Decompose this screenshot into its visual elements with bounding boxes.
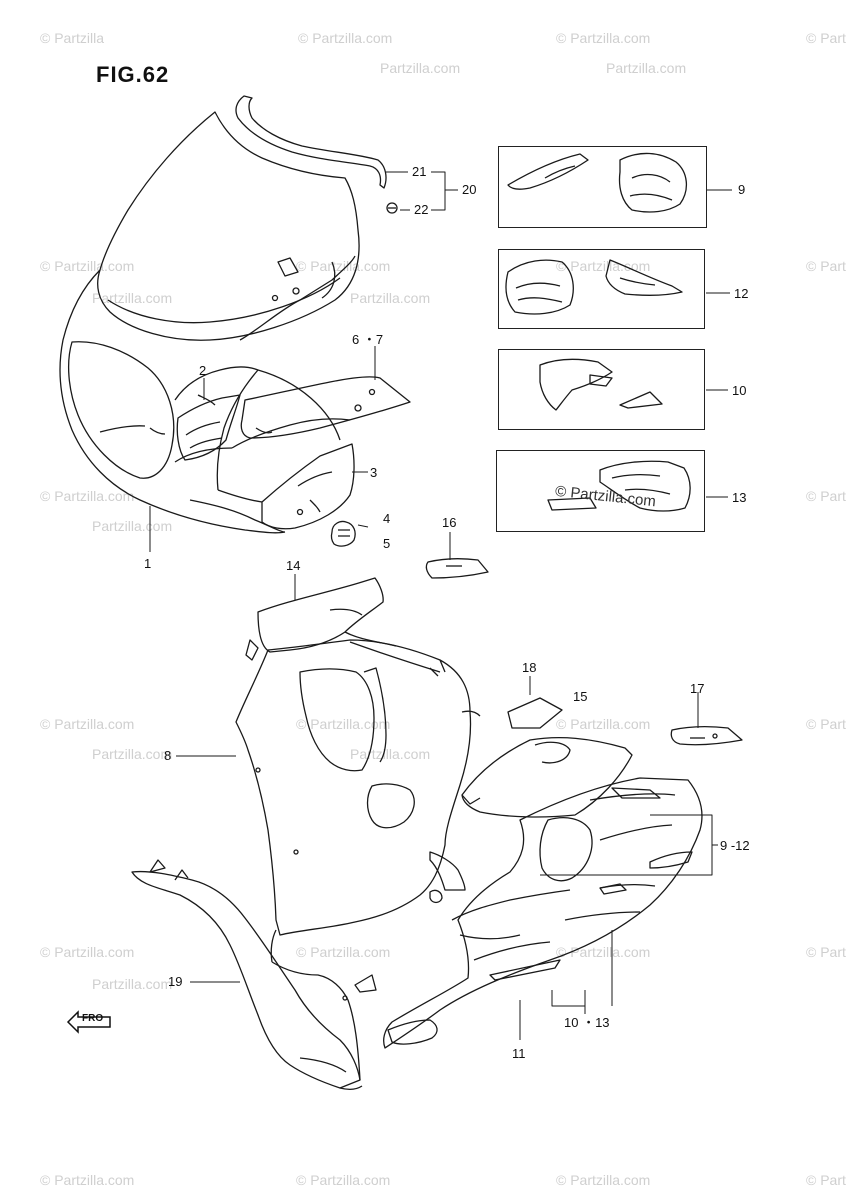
callout-13: 13 bbox=[732, 490, 747, 505]
callout-11: 11 bbox=[512, 1046, 526, 1061]
callout-3: 3 bbox=[370, 465, 378, 480]
plate-part-18 bbox=[507, 697, 563, 729]
watermark: © Partzilla.com bbox=[40, 944, 135, 960]
callout-22: 22 bbox=[414, 202, 429, 217]
leader-lines bbox=[149, 171, 732, 1040]
watermark: © Partzilla.com bbox=[40, 488, 135, 504]
watermark: © Partzilla.com bbox=[40, 258, 135, 274]
callout-12: 12 bbox=[734, 286, 749, 301]
decal-set-9 bbox=[507, 152, 687, 213]
watermark: Partzilla.com bbox=[92, 746, 173, 762]
screw-part-22 bbox=[386, 202, 398, 214]
watermark: © Partzilla bbox=[806, 1172, 846, 1188]
decal-set-12 bbox=[505, 259, 683, 315]
front-indicator: FRO bbox=[66, 1010, 114, 1039]
watermark: © Partzilla.com bbox=[40, 1172, 135, 1188]
watermark: © Partzilla bbox=[806, 30, 846, 46]
decal-box-9 bbox=[498, 146, 707, 228]
callout-20: 20 bbox=[462, 182, 477, 197]
grommet-part-4-5 bbox=[330, 520, 356, 547]
watermark: © Partzilla.com bbox=[556, 258, 651, 274]
lower-cowl-part-11 bbox=[383, 777, 703, 1049]
inner-decal-part-2 bbox=[176, 394, 241, 461]
bracket-part-17 bbox=[670, 726, 743, 746]
callout-6-7: 6 ・7 bbox=[352, 332, 384, 347]
watermark: © Partzilla bbox=[806, 488, 846, 504]
windscreen-trim-part-21 bbox=[235, 95, 387, 189]
watermark: © Partzilla.com bbox=[296, 716, 391, 732]
decal-box-10 bbox=[498, 349, 705, 430]
callout-16: 16 bbox=[442, 515, 457, 530]
side-cowl-part-8 bbox=[235, 639, 481, 936]
decal-box-13 bbox=[496, 450, 705, 532]
callout-10: 10 bbox=[732, 383, 747, 398]
callout-18: 18 bbox=[522, 660, 537, 675]
watermark: Partzilla.com bbox=[606, 60, 687, 76]
decal-set-10 bbox=[539, 358, 663, 411]
callout-5: 5 bbox=[383, 536, 391, 551]
callout-21: 21 bbox=[412, 164, 427, 179]
decal-set-13 bbox=[547, 460, 691, 512]
decal-box-12 bbox=[498, 249, 705, 329]
watermark: © Partzilla.com bbox=[556, 30, 651, 46]
callout-4: 4 bbox=[383, 511, 391, 526]
callout-8: 8 bbox=[164, 748, 172, 763]
watermark: © Partzilla bbox=[806, 944, 846, 960]
watermark: Partzilla.com bbox=[92, 518, 173, 534]
watermark: © Partzilla bbox=[806, 258, 846, 274]
callout-1: 1 bbox=[144, 556, 152, 571]
callout-2: 2 bbox=[199, 363, 207, 378]
callout-9-12: 9 -12 bbox=[720, 838, 750, 853]
cover-plate-part-15 bbox=[461, 736, 633, 818]
watermark: © Partzilla.com bbox=[556, 716, 651, 732]
callout-14: 14 bbox=[286, 558, 301, 573]
callout-15: 15 bbox=[573, 689, 588, 704]
watermark: Partzilla.com bbox=[380, 60, 461, 76]
decal-detail bbox=[599, 787, 693, 895]
side-trim-part-6-7 bbox=[240, 376, 411, 439]
watermark: © Partzilla.com bbox=[296, 1172, 391, 1188]
watermark: © Partzilla.com bbox=[40, 716, 135, 732]
upper-cowl-part-1 bbox=[59, 111, 360, 534]
callout-10-13: 10 ・13 bbox=[564, 1015, 610, 1030]
watermark: © Partzilla.com bbox=[296, 258, 391, 274]
figure-title: FIG.62 bbox=[96, 62, 170, 87]
watermark: Partzilla.com bbox=[92, 976, 173, 992]
front-arrow-icon bbox=[66, 1010, 111, 1034]
watermark: Partzilla.com bbox=[350, 290, 431, 306]
watermark: © Partzilla.com bbox=[296, 944, 391, 960]
watermark: © Partzilla.com bbox=[298, 30, 393, 46]
watermark: © Partzilla.com bbox=[556, 1172, 651, 1188]
front-indicator-label: FRO bbox=[82, 1013, 104, 1024]
callout-17: 17 bbox=[690, 681, 705, 696]
callout-19: 19 bbox=[168, 974, 183, 989]
watermark: © Partzilla bbox=[40, 30, 104, 46]
bracket-part-16 bbox=[425, 558, 489, 579]
inner-panel-part-14 bbox=[245, 577, 397, 661]
under-cowl-part-19 bbox=[131, 859, 377, 1090]
watermark: © Partzilla bbox=[806, 716, 846, 732]
callout-9: 9 bbox=[738, 182, 746, 197]
lower-panel-part-3 bbox=[261, 443, 355, 530]
